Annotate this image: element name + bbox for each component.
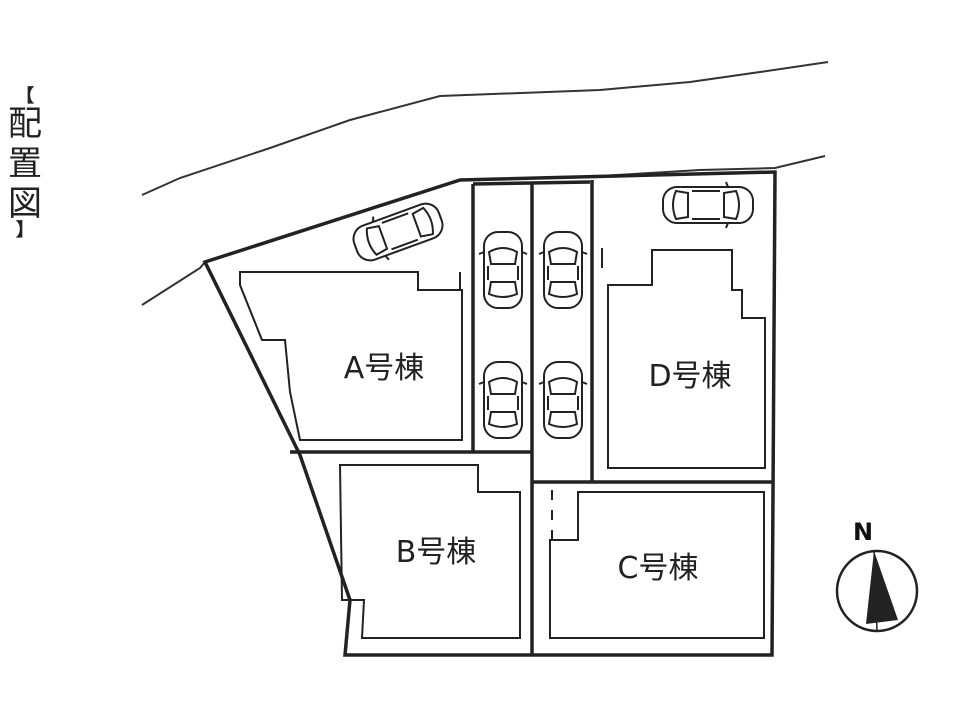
building-d-outline <box>607 249 766 469</box>
lot-label-a: A号棟 <box>344 351 425 386</box>
road-edge-north <box>141 61 829 196</box>
title-close-bracket: 】 <box>16 220 34 241</box>
title-char-2: 置 <box>8 144 42 184</box>
title-char-1: 配 <box>8 104 42 144</box>
entrance-marks <box>459 248 603 540</box>
site-plan-title: 【 配 置 図 】 <box>8 86 42 241</box>
car-icon <box>662 181 754 229</box>
parking-cars <box>346 181 754 439</box>
car-icon <box>538 361 588 439</box>
lot-label-c: C号棟 <box>618 551 699 586</box>
lot-label-d: D号棟 <box>648 359 731 394</box>
site-boundary <box>202 170 777 657</box>
title-open-bracket: 【 <box>16 86 34 107</box>
building-c-outline <box>549 491 765 639</box>
building-a-outline <box>239 271 463 441</box>
title-char-3: 図 <box>8 184 42 224</box>
lot-dividers <box>290 180 772 655</box>
compass-north-label: N <box>853 518 873 546</box>
car-icon <box>346 193 450 271</box>
lot-label-b: B号棟 <box>396 535 477 570</box>
car-icon <box>478 231 528 309</box>
north-compass-icon: N <box>835 518 919 633</box>
car-icon <box>538 231 588 309</box>
car-icon <box>478 361 528 439</box>
building-b-outline <box>338 464 521 639</box>
